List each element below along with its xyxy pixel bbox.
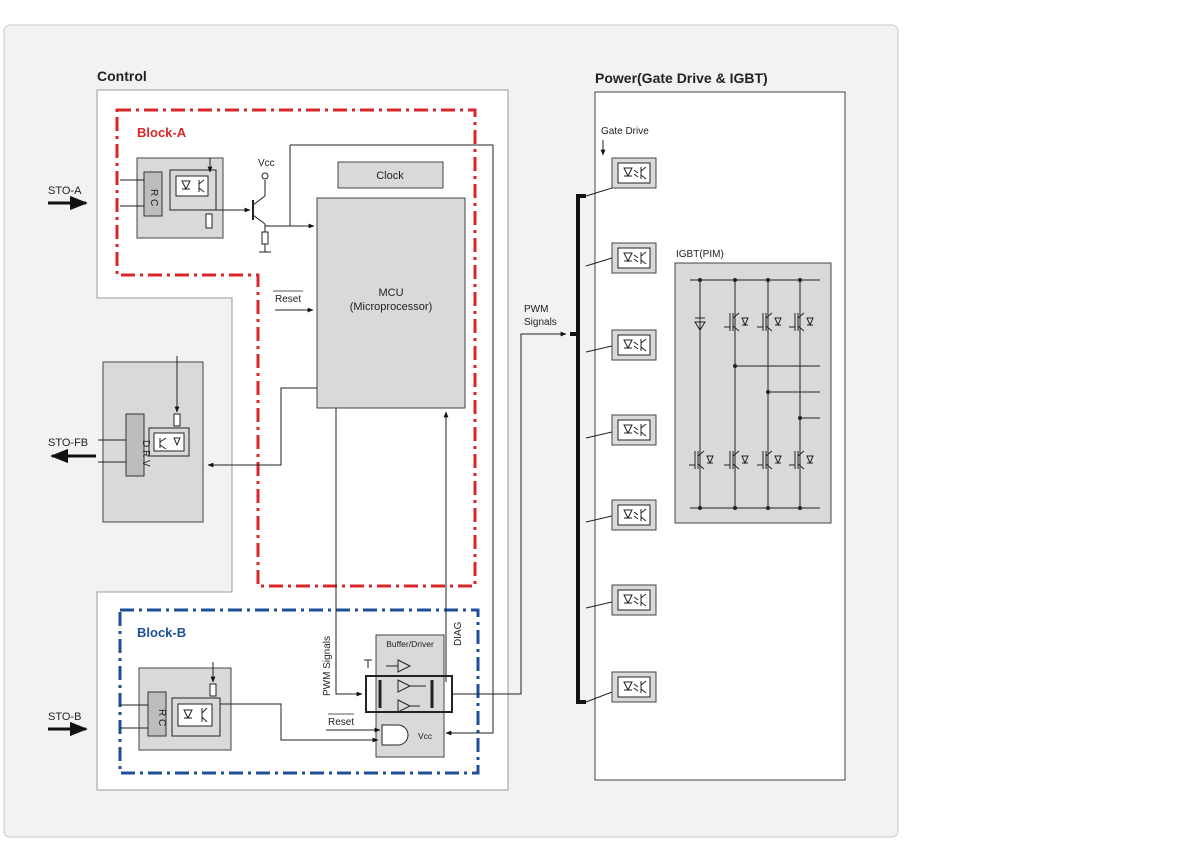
gate-drive-opto-4 <box>585 414 657 446</box>
gate-drive-opto-7 <box>585 671 657 703</box>
igbt-pim-module <box>674 262 832 524</box>
vcc-return-line <box>445 145 494 736</box>
block-a-transistor <box>216 144 493 253</box>
gate-drive-opto-6 <box>585 584 657 616</box>
gate-drive-label: Gate Drive <box>601 126 649 137</box>
clock-box <box>337 161 444 189</box>
block-a-boundary <box>115 108 477 588</box>
block-a-label: Block-A <box>137 125 187 140</box>
reset-label: Reset <box>275 294 301 305</box>
mcu-pwm-to-buffer-line <box>335 408 363 697</box>
gate-drive-opto-5 <box>585 499 657 531</box>
control-title: Control <box>97 68 147 84</box>
sto-b-label: STO-B <box>48 711 81 723</box>
reset-b-label: Reset <box>328 717 354 728</box>
buffer-vcc-label: Vcc <box>418 731 433 741</box>
buffer-driver-label: Buffer/Driver <box>386 639 434 649</box>
power-title: Power(Gate Drive & IGBT) <box>595 70 768 86</box>
pwm-label-line1: PWM <box>524 304 548 315</box>
clock-label: Clock <box>376 170 404 182</box>
pwm-output-line <box>452 331 567 695</box>
sto-a-label: STO-A <box>48 185 82 197</box>
mcu-sublabel: (Microprocessor) <box>350 301 433 313</box>
block-b-rc-label: R C <box>156 709 167 726</box>
igbt-pim-label: IGBT(PIM) <box>676 249 724 260</box>
block-b-boundary <box>118 608 480 775</box>
gate-drive-opto-2 <box>585 242 657 274</box>
pwm-signals-vertical-label: PWM Signals <box>322 636 333 696</box>
block-a-rc-label: R C <box>148 189 159 206</box>
mcu-box <box>316 197 466 409</box>
pwm-bus-bracket <box>576 194 586 704</box>
diag-label: DIAG <box>453 621 464 646</box>
block-b-label: Block-B <box>137 625 186 640</box>
gate-drive-opto-1 <box>585 157 657 197</box>
buffer-driver-block <box>364 634 453 758</box>
vcc-label: Vcc <box>258 158 275 169</box>
mcu-label: MCU <box>378 287 403 299</box>
sto-fb-label: STO-FB <box>48 437 88 449</box>
mcu-to-drv-line <box>207 387 317 468</box>
sto-fb-module <box>98 356 204 523</box>
pwm-label-line2: Signals <box>524 317 557 328</box>
gate-drive-opto-3 <box>585 329 657 361</box>
block-b-to-gate-line <box>220 703 379 743</box>
drv-label: D R V <box>140 440 151 467</box>
block-b-opto-module <box>120 662 232 751</box>
block-a-opto-module <box>120 157 224 239</box>
